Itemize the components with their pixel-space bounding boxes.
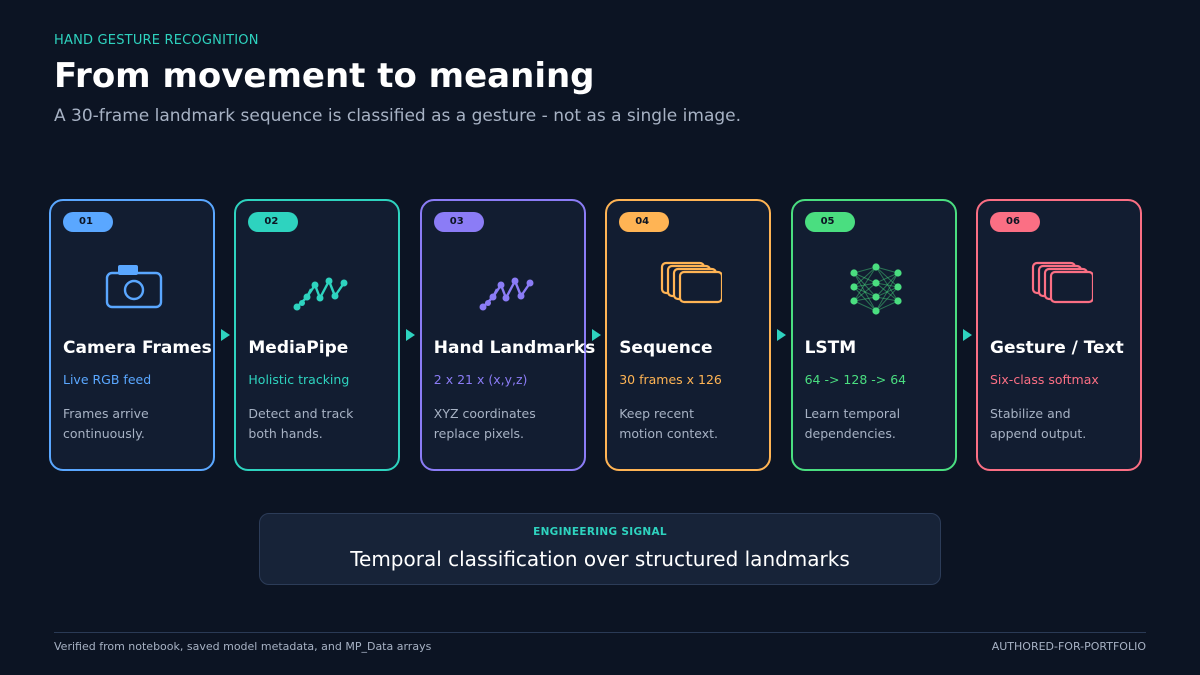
- card-title: MediaPipe: [248, 338, 349, 358]
- card-tag: 30 frames x 126: [619, 372, 722, 387]
- card-tag: Holistic tracking: [248, 372, 350, 387]
- card-title: LSTM: [804, 338, 857, 358]
- card-description: Detect and track both hands.: [248, 404, 353, 444]
- eyebrow-label: HAND GESTURE RECOGNITION: [54, 33, 259, 48]
- footer-attribution: AUTHORED-FOR-PORTFOLIO: [991, 640, 1146, 653]
- card-description-line-2: continuously.: [63, 426, 145, 441]
- flow-arrow: [406, 329, 416, 341]
- page-subtitle: A 30-frame landmark sequence is classifi…: [54, 106, 742, 126]
- step-number-badge: 05: [804, 212, 855, 232]
- signal-text: Temporal classification over structured …: [350, 547, 850, 571]
- engineering-signal-panel: ENGINEERING SIGNAL Temporal classificati…: [259, 513, 941, 585]
- card-title: Camera Frames: [63, 338, 212, 358]
- card-description: Keep recent motion context.: [619, 404, 718, 444]
- flow-arrow: [962, 329, 972, 341]
- card-title: Sequence: [619, 338, 713, 358]
- card-title: Gesture / Text: [990, 338, 1124, 358]
- camera-icon: [102, 259, 166, 315]
- card-description-line-2: append output.: [990, 426, 1087, 441]
- flow-arrow: [777, 329, 787, 341]
- card-title: Hand Landmarks: [433, 338, 596, 358]
- card-tag: Six-class softmax: [990, 372, 1099, 387]
- step-number-badge: 06: [990, 212, 1040, 232]
- card-description-line-1: Keep recent: [619, 406, 694, 421]
- step-number-badge: 03: [433, 212, 484, 232]
- card-tag: 2 x 21 x (x,y,z): [433, 372, 528, 387]
- card-tag: Live RGB feed: [63, 372, 152, 387]
- card-description-line-1: Learn temporal: [804, 406, 901, 421]
- card-description: Stabilize and append output.: [990, 404, 1086, 444]
- step-number-badge: 02: [248, 212, 299, 232]
- card-description: Learn temporal dependencies.: [805, 404, 901, 444]
- frame-stack-icon: [658, 259, 724, 315]
- card-description-line-1: Frames arrive: [63, 406, 149, 421]
- footer-divider: [54, 632, 1146, 633]
- card-description: Frames arrive continuously.: [63, 404, 149, 444]
- card-description-line-2: motion context.: [619, 426, 719, 441]
- card-description: XYZ coordinates replace pixels.: [434, 404, 536, 444]
- step-number-badge: 04: [619, 212, 670, 232]
- card-description-line-2: dependencies.: [804, 426, 896, 441]
- card-tag: 64 -> 128 -> 64: [804, 372, 907, 387]
- signal-label: ENGINEERING SIGNAL: [533, 526, 667, 538]
- card-description-line-2: replace pixels.: [433, 426, 525, 441]
- footer-source-note: Verified from notebook, saved model meta…: [54, 640, 432, 653]
- flow-arrow: [221, 329, 230, 341]
- frame-stack-icon: [1029, 259, 1095, 315]
- landmarks-icon: [287, 259, 351, 315]
- card-description-line-1: Stabilize and: [990, 406, 1071, 421]
- landmarks-icon: [473, 259, 537, 315]
- card-description-line-2: both hands.: [248, 426, 323, 441]
- card-description-line-1: XYZ coordinates: [433, 406, 536, 421]
- card-description-line-1: Detect and track: [248, 406, 354, 421]
- step-number-badge: 01: [63, 212, 113, 232]
- page-title: From movement to meaning: [54, 56, 595, 96]
- neural-network-icon: [844, 259, 908, 315]
- flow-arrow: [591, 329, 601, 341]
